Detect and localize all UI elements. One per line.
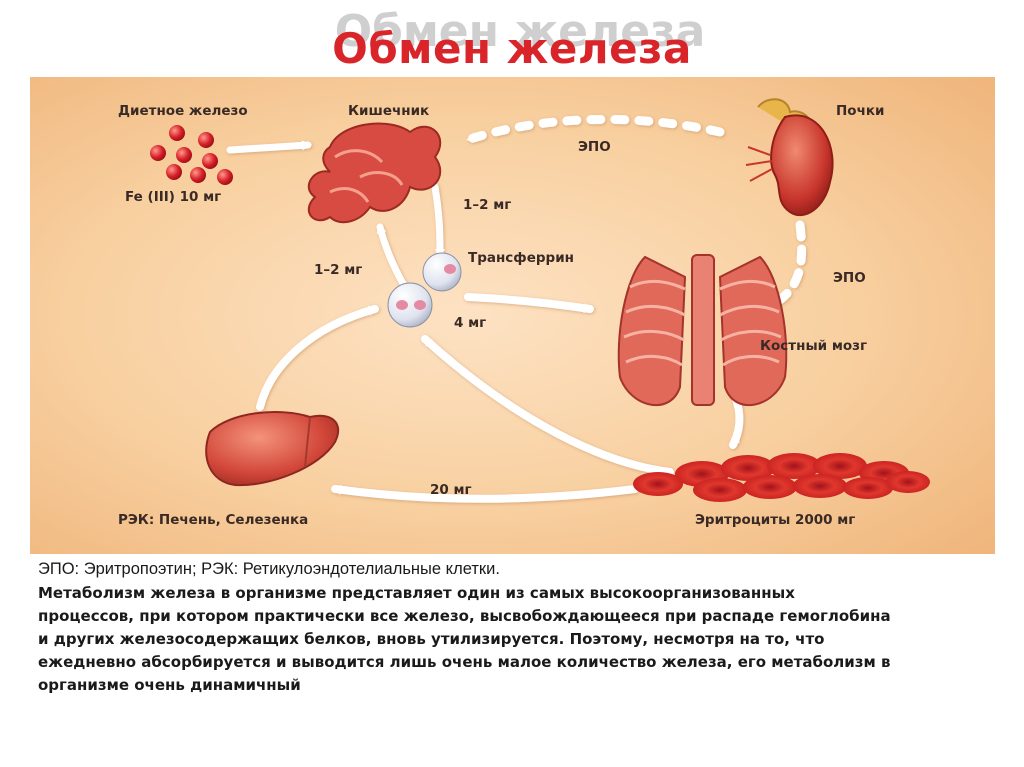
arrow-erythrocytes-to-liver (331, 484, 639, 503)
iron-ball (150, 145, 166, 161)
label-dietary-iron: Диетное железо (118, 103, 248, 119)
iron-metabolism-diagram: Диетное железо Fe (III) 10 мг Кишечник П… (30, 77, 995, 554)
kidney-illustration (745, 98, 834, 217)
caption-line: Метаболизм железа в организме представля… (38, 584, 795, 602)
label-bone-marrow: Костный мозг (760, 338, 867, 354)
transferrin-molecule (422, 252, 462, 292)
arrow-intestine-to-transferrin (431, 183, 445, 259)
label-kidneys: Почки (836, 103, 884, 119)
caption-line: и других железосодержащих белков, вновь … (38, 630, 825, 648)
transferrin-molecules (387, 252, 462, 328)
dietary-iron-balls (150, 125, 233, 185)
arrow-erythrocytes-to-transferrin (421, 335, 674, 476)
erythrocytes-illustration (633, 453, 930, 502)
label-fe3: Fe (III) 10 мг (125, 189, 221, 205)
label-epo-right: ЭПО (833, 270, 866, 286)
label-res: РЭК: Печень, Селезенка (118, 512, 308, 528)
intestine-illustration (307, 122, 442, 224)
caption: ЭПО: Эритропоэтин; РЭК: Ретикулоэндотели… (38, 560, 1013, 697)
erythrocyte (721, 455, 775, 481)
iron-ball (202, 153, 218, 169)
label-epo-top: ЭПО (578, 139, 611, 155)
liver-illustration (205, 411, 340, 487)
iron-ball (176, 147, 192, 163)
erythrocyte (813, 453, 867, 479)
iron-ball (166, 164, 182, 180)
iron-ball (169, 125, 185, 141)
arrow-liver-to-transferrin (256, 305, 379, 411)
erythrocyte (886, 471, 930, 493)
arrow-epo-kidney-to-intestine (465, 114, 725, 144)
title-area: Обмен железа Обмен железа (0, 6, 1024, 76)
label-intestine: Кишечник (348, 103, 429, 119)
transferrin-molecule (387, 282, 433, 328)
label-transferrin-to-intestine: 1–2 мг (314, 262, 362, 278)
erythrocyte (843, 477, 893, 499)
arrow-diet-to-intestine (226, 140, 312, 154)
caption-line: организме очень динамичный (38, 676, 301, 694)
iron-ball (217, 169, 233, 185)
caption-line: ежедневно абсорбируется и выводится лишь… (38, 653, 891, 671)
label-transferrin-to-marrow: 4 мг (454, 315, 486, 331)
erythrocyte (767, 453, 821, 479)
iron-ball (198, 132, 214, 148)
abbreviation-legend: ЭПО: Эритропоэтин; РЭК: Ретикулоэндотели… (38, 560, 500, 578)
diagram-labels: Диетное железо Fe (III) 10 мг Кишечник П… (118, 103, 884, 528)
label-intestine-to-transferrin: 1–2 мг (463, 197, 511, 213)
rib-cage-illustration (617, 254, 788, 406)
label-transferrin: Трансферрин (468, 250, 574, 266)
erythrocyte (693, 478, 747, 502)
title-shadow: Обмен железа (334, 6, 706, 57)
arrow-transferrin-to-marrow (464, 293, 594, 314)
erythrocyte (793, 474, 847, 498)
label-erythrocytes-to-liver: 20 мг (430, 482, 472, 498)
caption-line: процессов, при котором практически все ж… (38, 607, 891, 625)
erythrocyte (633, 472, 683, 496)
iron-ball (190, 167, 206, 183)
page-title: Обмен железа (332, 24, 692, 73)
erythrocyte (743, 475, 797, 499)
label-erythrocytes: Эритроциты 2000 мг (695, 512, 855, 528)
